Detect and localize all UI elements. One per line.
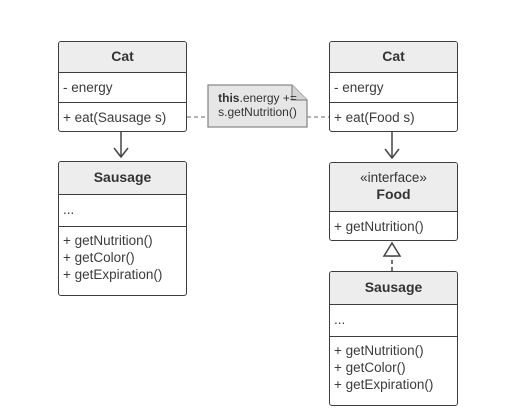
method: + getNutrition() (334, 343, 424, 358)
field: - energy (334, 80, 384, 95)
method: + getColor() (63, 250, 135, 265)
field: - energy (63, 80, 113, 95)
note-line1-rest: .energy += (239, 91, 297, 105)
right-cat-class: Cat - energy + eat(Food s) (329, 41, 458, 132)
method: + eat(Sausage s) (63, 110, 167, 125)
method: + getNutrition() (63, 233, 153, 248)
right-food-interface: «interface» Food + getNutrition() (329, 162, 458, 241)
class-name: Cat (111, 48, 134, 64)
class-name: Cat (382, 48, 405, 64)
note-line2: s.getNutrition() (218, 105, 297, 119)
note-text: this.energy += s.getNutrition() (208, 91, 307, 119)
class-name: Sausage (364, 279, 423, 295)
field: ... (63, 202, 75, 217)
right-sausage-class: Sausage ... + getNutrition() + getColor(… (329, 271, 458, 406)
left-sausage-class: Sausage ... + getNutrition() + getColor(… (58, 161, 187, 296)
class-name: Sausage (93, 169, 152, 185)
note-shape (207, 84, 308, 128)
note-fold (291, 85, 307, 101)
field: ... (334, 312, 346, 327)
stereotype: «interface» (360, 170, 427, 185)
note-keyword: this (218, 91, 240, 105)
method: + eat(Food s) (334, 110, 415, 125)
left-dependency-arrowhead (113, 147, 129, 159)
method: + getColor() (334, 360, 406, 375)
method: + getExpiration() (334, 377, 434, 392)
interface-name: Food (376, 186, 411, 202)
left-cat-class: Cat - energy + eat(Sausage s) (58, 41, 187, 132)
method: + getNutrition() (334, 219, 424, 234)
right-dependency-arrowhead (384, 148, 400, 160)
method: + getExpiration() (63, 267, 163, 282)
realization-triangle (382, 241, 402, 257)
